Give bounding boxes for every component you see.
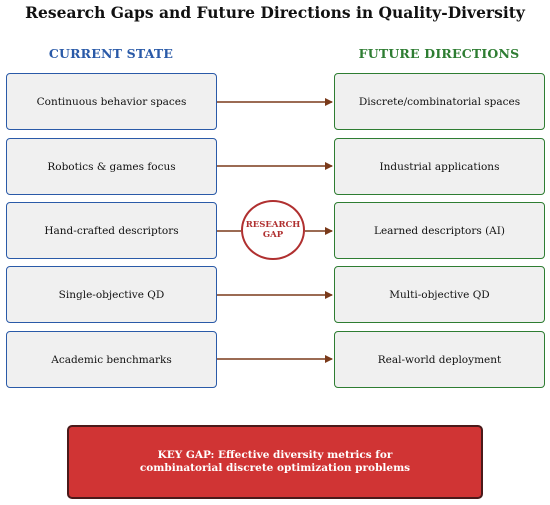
future-box-discrete-spaces: Discrete/combinatorial spaces bbox=[334, 73, 545, 130]
diagram-title: Research Gaps and Future Directions in Q… bbox=[25, 3, 525, 22]
key-gap-line-1: KEY GAP: Effective diversity metrics for bbox=[157, 449, 393, 461]
key-gap-box: KEY GAP: Effective diversity metrics for… bbox=[67, 425, 483, 499]
future-directions-header: FUTURE DIRECTIONS bbox=[358, 46, 520, 61]
research-gap-circle: RESEARCH GAP bbox=[241, 200, 305, 260]
research-gap-line-1: RESEARCH bbox=[245, 220, 301, 230]
research-gap-line-2: GAP bbox=[262, 230, 284, 240]
key-gap-line-2: combinatorial discrete optimization prob… bbox=[139, 462, 411, 474]
future-box-learned-descriptors: Learned descriptors (AI) bbox=[334, 202, 545, 259]
future-box-multi-objective: Multi-objective QD bbox=[334, 266, 545, 323]
current-box-hand-crafted: Hand-crafted descriptors bbox=[6, 202, 217, 259]
future-box-industrial: Industrial applications bbox=[334, 138, 545, 195]
current-box-academic-benchmarks: Academic benchmarks bbox=[6, 331, 217, 388]
current-state-header: CURRENT STATE bbox=[48, 46, 174, 61]
current-box-robotics-games: Robotics & games focus bbox=[6, 138, 217, 195]
current-box-single-objective: Single-objective QD bbox=[6, 266, 217, 323]
current-box-continuous-behavior: Continuous behavior spaces bbox=[6, 73, 217, 130]
future-box-real-world: Real-world deployment bbox=[334, 331, 545, 388]
